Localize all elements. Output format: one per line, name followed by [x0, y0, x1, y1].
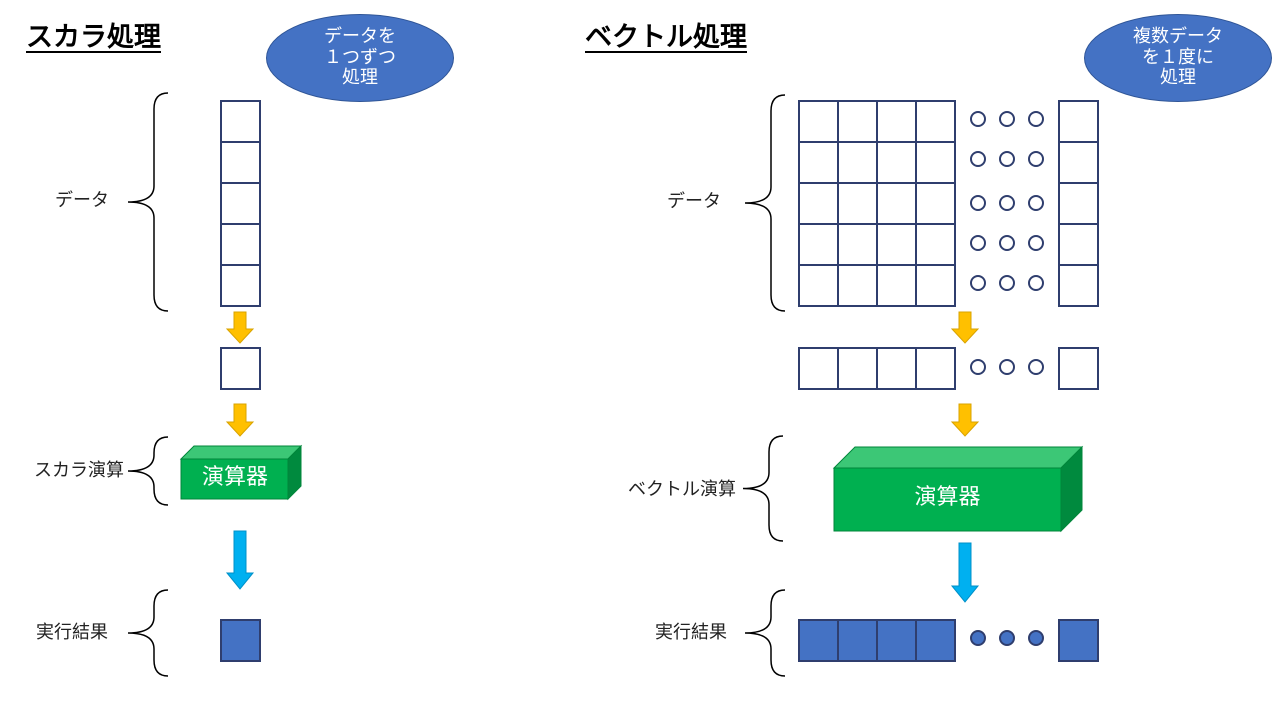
vector-data-cell — [837, 100, 878, 143]
vector-ellipsis-dot — [999, 111, 1015, 127]
vector-bubble-line-3: 処理 — [1160, 67, 1196, 89]
vector-arrow-1 — [950, 311, 980, 344]
vector-data-cell — [876, 100, 917, 143]
vector-result-dot — [999, 630, 1015, 646]
vector-ellipsis-dot — [970, 151, 986, 167]
vector-data-cell — [837, 223, 878, 266]
scalar-selected-cell — [220, 347, 261, 390]
scalar-data-brace — [127, 92, 169, 312]
vector-bubble-line-1: 複数データ — [1133, 25, 1223, 47]
vector-result-cell — [837, 619, 878, 662]
vector-data-cell — [1058, 223, 1099, 266]
vector-op-brace — [742, 435, 784, 542]
vector-data-cell — [837, 141, 878, 184]
scalar-bubble: データを １つずつ 処理 — [266, 14, 454, 102]
vector-data-cell — [915, 182, 956, 225]
vector-ellipsis-dot — [1028, 275, 1044, 291]
scalar-op-label: スカラ演算 — [34, 460, 124, 481]
vector-bubble-line-2: を１度に — [1142, 46, 1214, 68]
vector-result-label: 実行結果 — [655, 622, 727, 643]
vector-data-cell — [876, 264, 917, 307]
vector-ellipsis-dot — [999, 275, 1015, 291]
vector-ellipsis-dot — [970, 275, 986, 291]
vector-ellipsis-dot — [1028, 151, 1044, 167]
vector-data-cell — [798, 264, 839, 307]
vector-arrow-3 — [950, 542, 980, 603]
vector-ellipsis-dot — [970, 195, 986, 211]
vector-data-cell — [915, 223, 956, 266]
scalar-data-cell — [220, 223, 261, 266]
vector-ellipsis-dot — [999, 151, 1015, 167]
vector-alu-top — [832, 446, 1084, 469]
scalar-data-cell — [220, 264, 261, 307]
vector-ellipsis-dot — [1028, 195, 1044, 211]
scalar-op-brace — [127, 436, 169, 506]
scalar-data-cell — [220, 182, 261, 225]
scalar-arrow-2 — [225, 403, 255, 437]
scalar-alu-label: 演算器 — [201, 465, 268, 490]
vector-data-cell — [1058, 264, 1099, 307]
vector-selected-cell — [1058, 347, 1099, 390]
vector-data-cell — [915, 141, 956, 184]
scalar-data-cell — [220, 141, 261, 184]
vector-data-cell — [798, 141, 839, 184]
vector-selected-cell — [876, 347, 917, 390]
scalar-title: スカラ処理 — [26, 22, 161, 53]
vector-ellipsis-dot — [970, 359, 986, 375]
vector-data-cell — [876, 182, 917, 225]
vector-data-cell — [798, 223, 839, 266]
vector-data-cell — [1058, 100, 1099, 143]
scalar-bubble-line-3: 処理 — [342, 67, 378, 89]
vector-arrow-2 — [950, 403, 980, 437]
scalar-alu-front — [180, 458, 289, 500]
vector-data-cell — [837, 182, 878, 225]
vector-selected-cell — [915, 347, 956, 390]
vector-ellipsis-dot — [999, 359, 1015, 375]
vector-ellipsis-dot — [970, 111, 986, 127]
vector-result-brace — [744, 589, 786, 677]
vector-data-cell — [1058, 141, 1099, 184]
vector-alu-front — [833, 467, 1062, 532]
scalar-arrow-3 — [225, 530, 255, 590]
vector-data-label: データ — [667, 191, 721, 212]
vector-ellipsis-dot — [999, 235, 1015, 251]
vector-selected-cell — [798, 347, 839, 390]
vector-data-cell — [798, 100, 839, 143]
scalar-alu-top — [179, 445, 303, 460]
vector-result-cell — [915, 619, 956, 662]
scalar-bubble-line-2: １つずつ — [324, 46, 396, 68]
scalar-result-cell — [220, 619, 261, 662]
vector-alu-label: 演算器 — [914, 485, 981, 510]
vector-op-label: ベクトル演算 — [628, 479, 736, 500]
vector-data-cell — [915, 264, 956, 307]
vector-selected-cell — [837, 347, 878, 390]
vector-data-cell — [876, 223, 917, 266]
scalar-bubble-line-1: データを — [324, 25, 396, 47]
scalar-data-cell — [220, 100, 261, 143]
vector-ellipsis-dot — [999, 195, 1015, 211]
vector-data-cell — [798, 182, 839, 225]
scalar-result-label: 実行結果 — [36, 622, 108, 643]
vector-title: ベクトル処理 — [585, 22, 747, 53]
vector-data-cell — [837, 264, 878, 307]
vector-data-brace — [744, 94, 786, 312]
vector-result-cell — [1058, 619, 1099, 662]
vector-result-cell — [798, 619, 839, 662]
vector-result-cell — [876, 619, 917, 662]
scalar-arrow-1 — [225, 311, 255, 344]
scalar-data-label: データ — [55, 190, 109, 211]
vector-data-cell — [1058, 182, 1099, 225]
vector-data-cell — [876, 141, 917, 184]
vector-ellipsis-dot — [1028, 235, 1044, 251]
vector-result-dot — [970, 630, 986, 646]
vector-bubble: 複数データ を１度に 処理 — [1084, 14, 1272, 102]
vector-result-dot — [1028, 630, 1044, 646]
scalar-result-brace — [127, 589, 169, 677]
vector-data-cell — [915, 100, 956, 143]
vector-ellipsis-dot — [1028, 111, 1044, 127]
vector-ellipsis-dot — [1028, 359, 1044, 375]
vector-ellipsis-dot — [970, 235, 986, 251]
